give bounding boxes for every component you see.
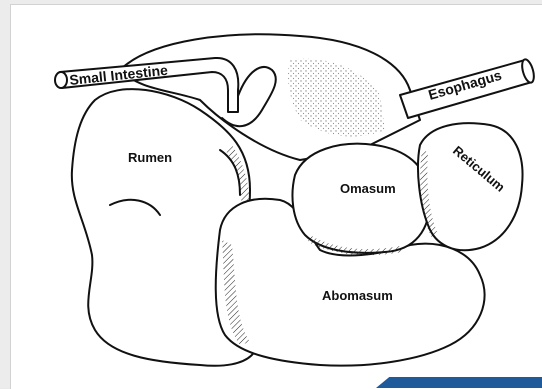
- intestine-end: [55, 72, 67, 88]
- corner-accent-tab: [376, 377, 542, 388]
- abomasum-label: Abomasum: [322, 288, 393, 303]
- omasum-shape: [292, 144, 430, 253]
- omasum-label: Omasum: [340, 181, 396, 196]
- rumen-label: Rumen: [128, 150, 172, 165]
